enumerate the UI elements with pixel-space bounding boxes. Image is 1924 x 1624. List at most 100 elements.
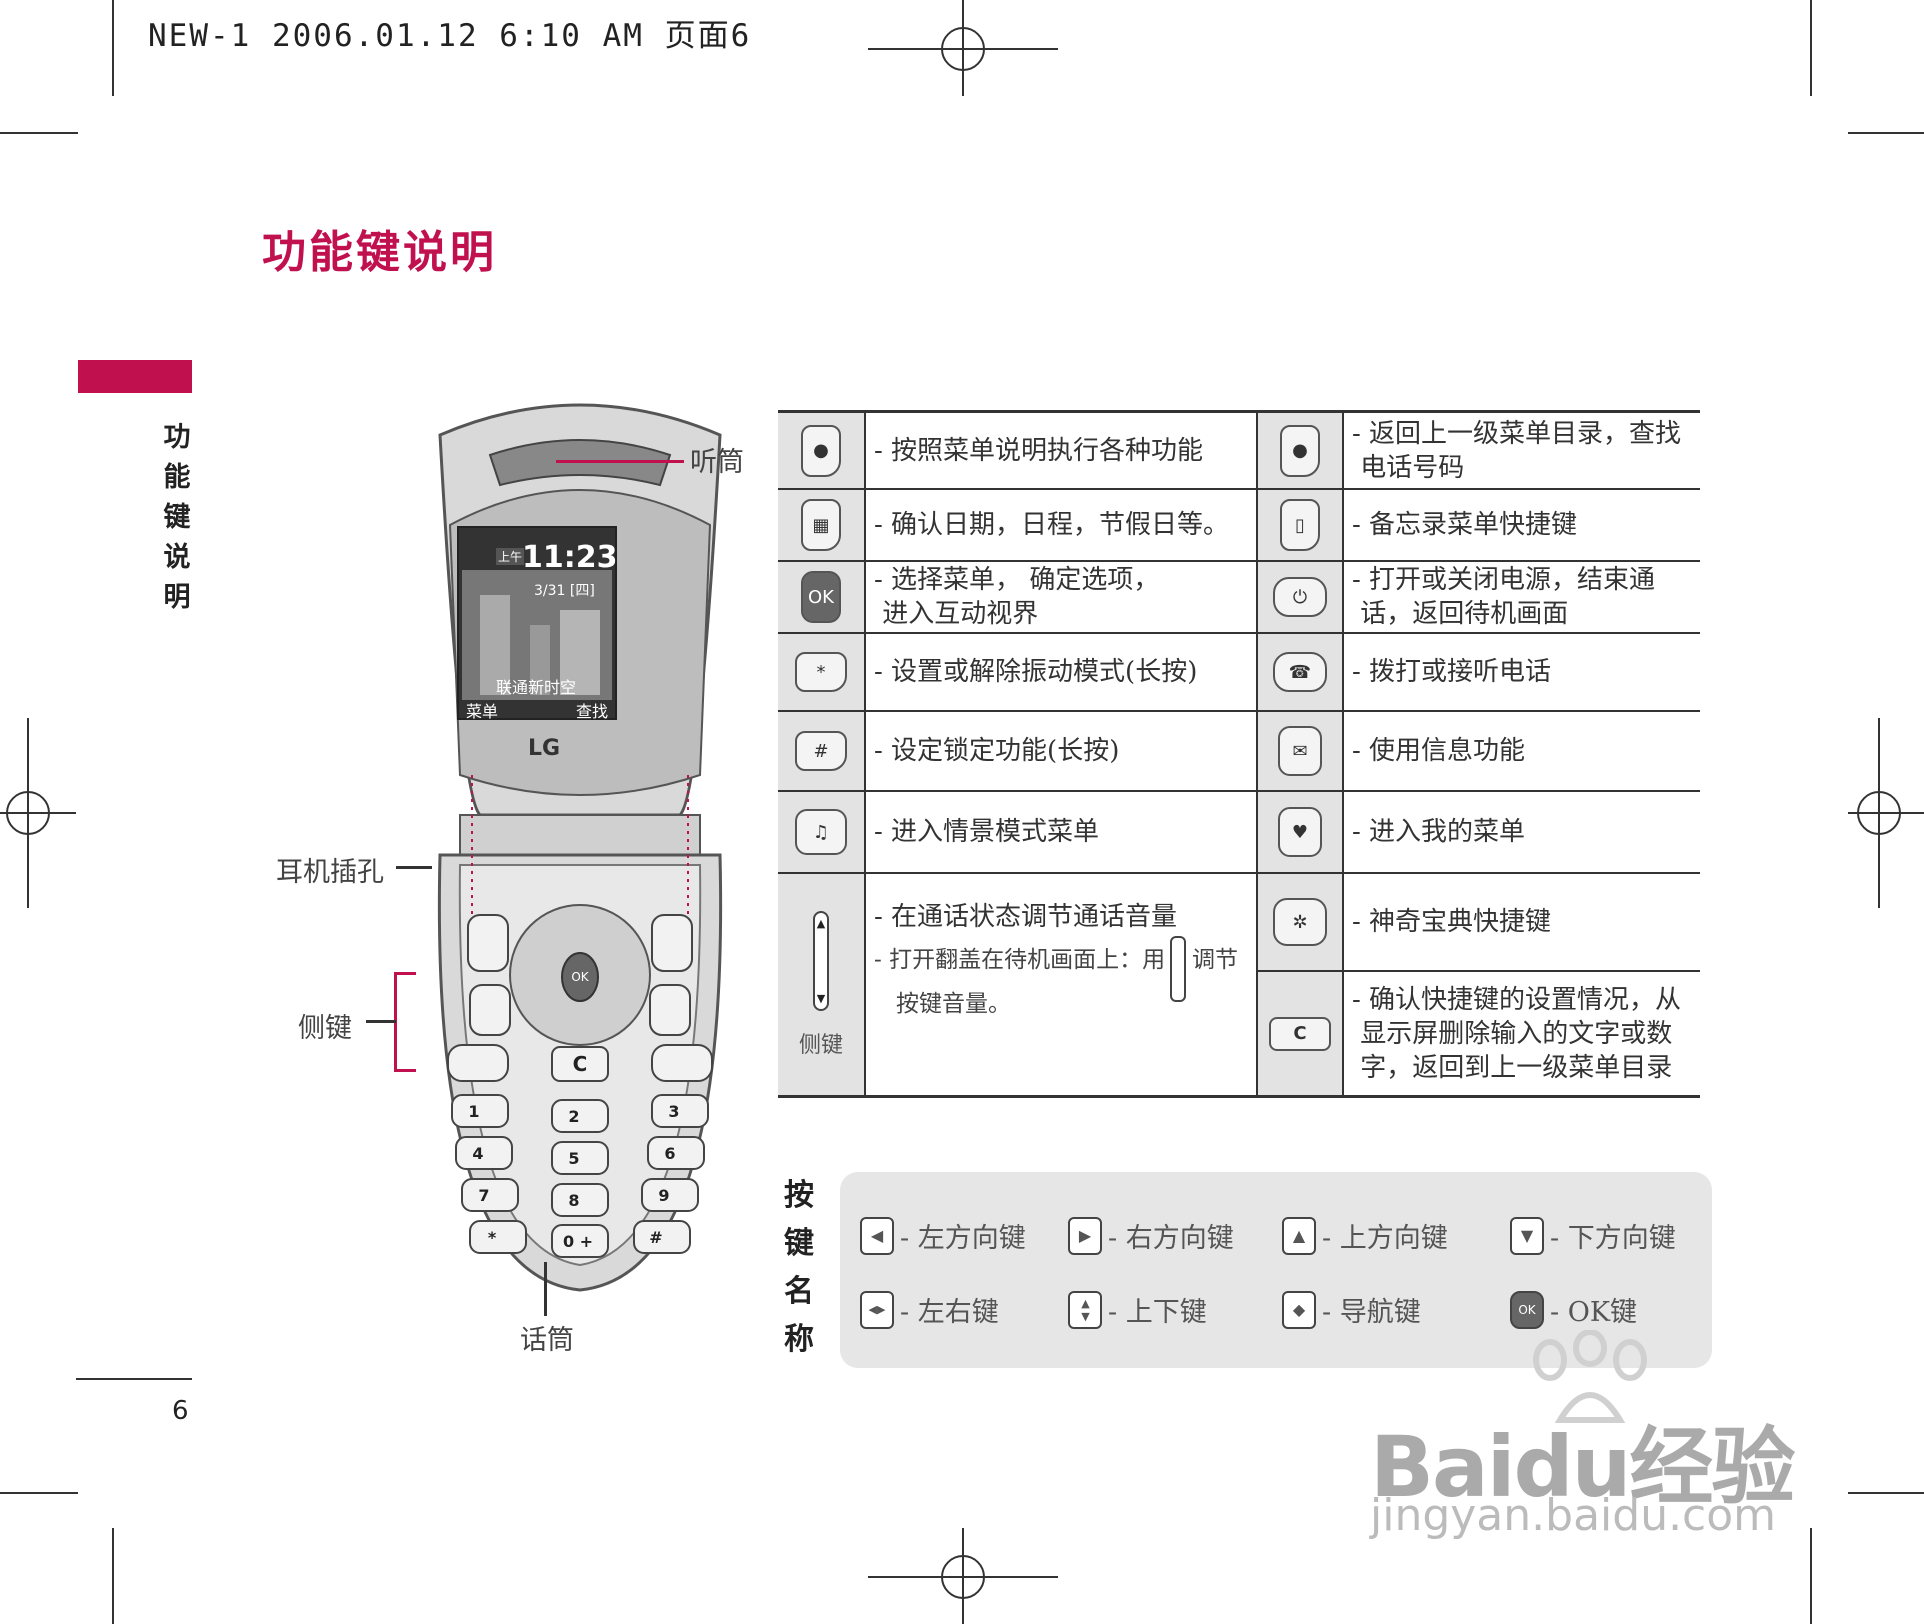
table-description: - 使用信息功能: [1352, 736, 1526, 766]
crop-mark: [1848, 1492, 1924, 1494]
right-key-icon: ▶: [1068, 1216, 1102, 1255]
svg-text:4: 4: [472, 1144, 483, 1163]
message-key-icon: ✉: [1278, 726, 1322, 776]
side-section-label: 功能键说明: [163, 422, 191, 613]
callout-line: [396, 866, 432, 869]
calendar-key-icon: ▦: [801, 499, 841, 551]
legend-label: - 导航键: [1322, 1297, 1421, 1328]
crop-mark: [112, 1528, 114, 1624]
svg-text:1: 1: [468, 1102, 479, 1121]
crop-mark: [0, 132, 78, 134]
table-description: - 确认快捷键的设置情况，从 显示屏删除输入的文字或数 字，返回到上一级菜单目录: [1352, 984, 1682, 1083]
clear-key-icon: C: [1269, 1016, 1331, 1051]
legend-item: ▲- 上方向键: [1282, 1216, 1448, 1255]
table-description: - 进入我的菜单: [1352, 817, 1526, 847]
phone-brand-logo: LG: [528, 736, 561, 761]
side-key-caption: 侧键: [798, 1032, 843, 1058]
send-key-icon: ☎: [1273, 652, 1327, 692]
table-icon-cell: ▲▼ 侧键: [778, 874, 864, 1095]
legend-item: ▼- 下方向键: [1510, 1216, 1676, 1255]
table-icon-cell: ✉: [1258, 712, 1342, 790]
legend-label: - 左右键: [900, 1297, 999, 1328]
svg-text:0 +: 0 +: [563, 1232, 593, 1251]
table-icon-cell: ●: [778, 413, 864, 488]
table-icon-cell: ▦: [778, 490, 864, 560]
screen-operator: 联通新时空: [496, 678, 577, 697]
legend-label: - 上方向键: [1322, 1223, 1448, 1254]
screen-left-softkey: 菜单: [466, 702, 499, 721]
microphone-label: 话筒: [520, 1325, 574, 1356]
legend-label: - 左方向键: [900, 1223, 1026, 1254]
side-key-mini-icon: [1170, 936, 1186, 1002]
table-icon-cell: ♫: [778, 792, 864, 872]
music-key-icon: ♫: [795, 809, 847, 855]
ok-key-icon: OK: [801, 571, 841, 623]
svg-text:#: #: [649, 1228, 662, 1247]
svg-text:2: 2: [568, 1107, 579, 1126]
screen-date: 3/31 [四]: [534, 583, 595, 599]
svg-text:5: 5: [568, 1149, 579, 1168]
table-description: - 按照菜单说明执行各种功能: [874, 435, 1204, 466]
key-name-legend: ◀- 左方向键 ▶- 右方向键 ▲- 上方向键 ▼- 下方向键 ◀▶- 左右键 …: [840, 1172, 1712, 1368]
table-icon-cell: #: [778, 712, 864, 790]
crop-mark: [112, 0, 114, 96]
table-description: - 返回上一级菜单目录，查找 电话号码: [1352, 418, 1682, 483]
screen-am-label: 上午: [496, 548, 525, 565]
side-key-desc-line1: - 在通话状态调节通话音量: [874, 902, 1178, 932]
nav-key-icon: ◆: [1282, 1290, 1316, 1329]
page-title: 功能键说明: [262, 227, 497, 278]
table-icon-cell: ●: [1258, 413, 1342, 488]
section-tab: [78, 360, 192, 393]
earpiece-label: 听筒: [690, 447, 744, 478]
memo-key-icon: ▯: [1280, 499, 1320, 551]
my-menu-key-icon: ♥: [1278, 807, 1322, 857]
paw-logo-icon: [1533, 1330, 1647, 1423]
svg-text:9: 9: [658, 1186, 669, 1205]
crop-mark: [1848, 132, 1924, 134]
legend-item: ▲▼- 上下键: [1068, 1290, 1207, 1329]
legend-label: - 下方向键: [1550, 1223, 1676, 1254]
legend-item: OK- OK键: [1510, 1290, 1637, 1329]
table-description: - 设置或解除振动模式(长按): [874, 657, 1198, 687]
legend-item: ◆- 导航键: [1282, 1290, 1421, 1329]
crop-mark: [1810, 0, 1812, 96]
ok-icon: OK: [1510, 1290, 1544, 1329]
side-key-desc-line3: 按键音量。: [896, 991, 1011, 1017]
left-soft-key-icon: ●: [801, 424, 841, 477]
svg-text:6: 6: [664, 1144, 675, 1163]
screen-time: 11:23: [522, 540, 618, 575]
side-keys-label: 侧键: [298, 1013, 352, 1044]
svg-text:8: 8: [568, 1191, 579, 1210]
table-description: - 设定锁定功能(长按): [874, 736, 1120, 766]
hash-key-icon: #: [795, 731, 847, 771]
table-icon-cell: ✲: [1258, 874, 1342, 970]
registration-mark: [6, 791, 50, 835]
side-key-icon: ▲▼: [813, 910, 829, 1011]
up-key-icon: ▲: [1282, 1216, 1316, 1255]
registration-mark: [1857, 791, 1901, 835]
crop-mark: [0, 1492, 78, 1494]
table-icon-cell: ♥: [1258, 792, 1342, 872]
table-icon-cell: OK: [778, 562, 864, 632]
watermark-brand: Baidu经验: [1370, 1418, 1795, 1516]
table-icon-cell: *: [778, 634, 864, 710]
table-description: - 打开或关闭电源，结束通 话，返回待机画面: [1352, 565, 1656, 629]
print-header: NEW-1 2006.01.12 6:10 AM 页面6: [148, 18, 752, 54]
left-key-icon: ◀: [860, 1216, 894, 1255]
table-description: - 拨打或接听电话: [1352, 657, 1552, 687]
callout-line: [556, 460, 684, 463]
legend-title: 按键名称: [784, 1178, 814, 1357]
legend-item: ▶- 右方向键: [1068, 1216, 1234, 1255]
side-key-bracket: [394, 1069, 416, 1072]
legend-label: - OK键: [1550, 1297, 1638, 1328]
registration-mark: [941, 27, 985, 71]
watermark-url: jingyan.baidu.com: [1370, 1490, 1777, 1541]
star-key-icon: *: [795, 652, 847, 692]
function-key-table: ● ▦ OK * # ♫ ▲▼ 侧键 - 按照菜单说明执行各种功能 - 确认日期…: [778, 410, 1700, 1098]
svg-text:3: 3: [668, 1102, 679, 1121]
up-down-key-icon: ▲▼: [1068, 1290, 1102, 1329]
table-description: - 神奇宝典快捷键: [1352, 907, 1552, 937]
table-description: - 确认日期，日程，节假日等。: [874, 510, 1230, 540]
screen-right-softkey: 查找: [576, 702, 609, 721]
side-key-desc-line2-end: 调节: [1192, 947, 1238, 973]
